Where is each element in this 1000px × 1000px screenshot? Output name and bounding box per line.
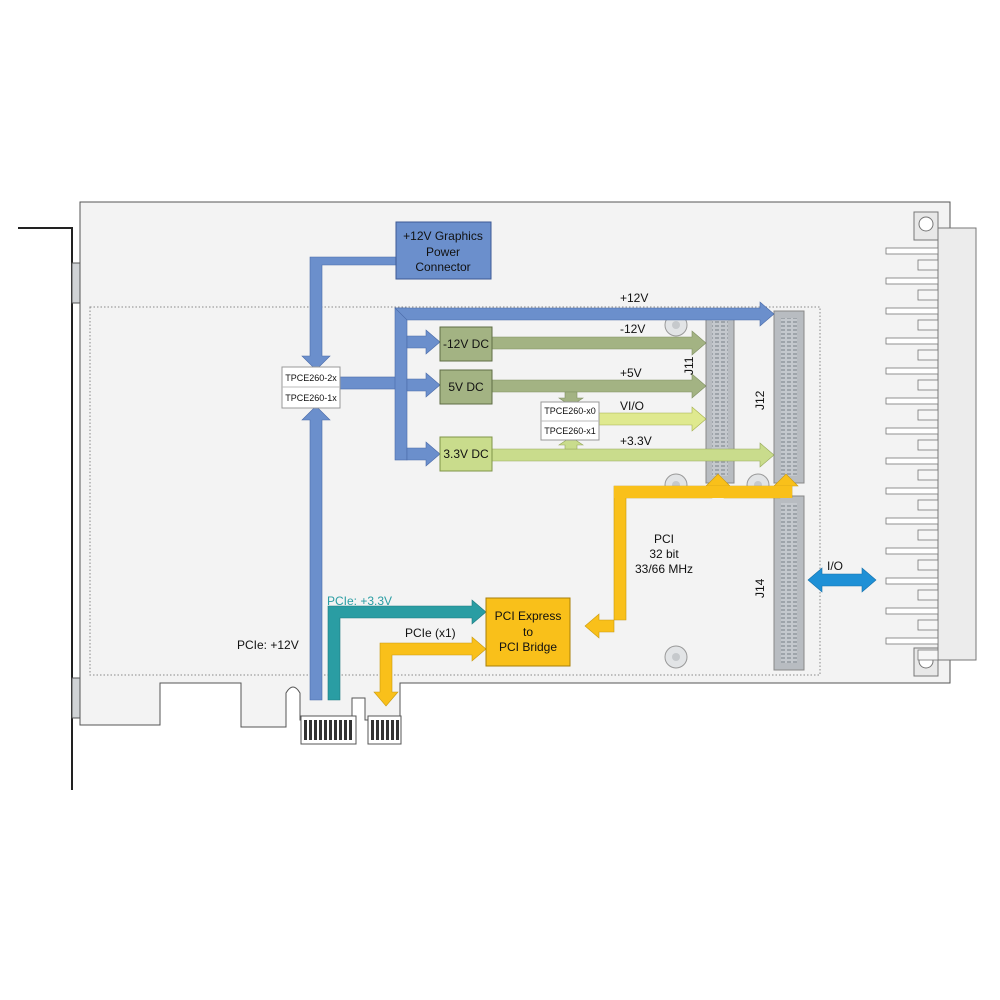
gold-finger [376, 720, 379, 740]
svg-text:Power: Power [426, 245, 460, 259]
svg-text:to: to [523, 625, 533, 639]
gold-finger [339, 720, 342, 740]
label-pci-2: 32 bit [649, 547, 679, 561]
label-io: I/O [827, 559, 843, 573]
gold-finger [319, 720, 322, 740]
edge-pin-pad [917, 529, 939, 541]
pcie-3v3-path [327, 599, 487, 701]
svg-text:5V DC: 5V DC [448, 380, 484, 394]
svg-text:TPCE260-2x: TPCE260-2x [285, 373, 337, 383]
edge-pin-pad [917, 499, 939, 511]
gold-finger [309, 720, 312, 740]
gold-finger [344, 720, 347, 740]
pcie-to-pci-bridge-block: PCI Express to PCI Bridge [485, 597, 571, 667]
edge-pin [885, 637, 939, 645]
svg-text:PCI Bridge: PCI Bridge [499, 640, 557, 654]
edge-pin [885, 547, 939, 555]
gold-finger [324, 720, 327, 740]
gold-finger [391, 720, 394, 740]
svg-text:3.3V DC: 3.3V DC [443, 447, 489, 461]
edge-pin-pad [917, 319, 939, 331]
edge-pin [885, 607, 939, 615]
io-edge-connector [885, 211, 977, 677]
gold-finger [329, 720, 332, 740]
edge-pin-pad [917, 619, 939, 631]
gold-finger [396, 720, 399, 740]
edge-pin-pad [917, 259, 939, 271]
svg-text:Connector: Connector [415, 260, 470, 274]
svg-text:TPCE260-x1: TPCE260-x1 [544, 426, 596, 436]
edge-pin-pad [917, 289, 939, 301]
label-p3v3: +3.3V [620, 434, 652, 448]
edge-pins [885, 247, 939, 661]
svg-text:PCI Express: PCI Express [495, 609, 562, 623]
label-p12v: +12V [620, 291, 648, 305]
edge-pin [885, 397, 939, 405]
power-olive-arrows [491, 330, 707, 407]
edge-pin-pad [917, 469, 939, 481]
graphics-power-connector-block: +12V Graphics Power Connector [395, 221, 492, 280]
svg-text:TPCE260-x0: TPCE260-x0 [544, 406, 596, 416]
label-vio: VI/O [620, 399, 644, 413]
dc-5v-block: 5V DC [439, 369, 493, 405]
gold-finger [386, 720, 389, 740]
svg-text:+12V Graphics: +12V Graphics [403, 229, 483, 243]
edge-pin [885, 277, 939, 285]
power-12v-paths [301, 256, 775, 701]
edge-pin-pad [917, 409, 939, 421]
gold-finger [314, 720, 317, 740]
tpce260-2x-1x-module: TPCE260-2x TPCE260-1x [281, 366, 341, 409]
gold-finger [349, 720, 352, 740]
pmc-area-outline [89, 306, 821, 676]
label-p5v: +5V [620, 366, 642, 380]
svg-text:-12V DC: -12V DC [443, 337, 489, 351]
gold-finger [304, 720, 307, 740]
edge-pin-pad [917, 559, 939, 571]
tpce260-x0-x1-module: TPCE260-x0 TPCE260-x1 [540, 401, 600, 441]
label-pcie-12v: PCIe: +12V [237, 638, 299, 652]
edge-pin [885, 517, 939, 525]
dc-m12v-block: -12V DC [439, 326, 493, 362]
edge-pin-pad [917, 439, 939, 451]
edge-pin [885, 337, 939, 345]
power-green-arrows [598, 406, 707, 432]
gold-finger [381, 720, 384, 740]
dc-3v3-block: 3.3V DC [439, 436, 493, 472]
label-j12: J12 [753, 390, 767, 410]
edge-pin [885, 367, 939, 375]
edge-pin-pad [917, 349, 939, 361]
connector-j12 [773, 310, 805, 484]
edge-pin [885, 577, 939, 585]
edge-pin [885, 427, 939, 435]
edge-pin-pad [917, 589, 939, 601]
edge-pin [885, 247, 939, 255]
label-pcie-3v3: PCIe: +3.3V [327, 594, 392, 608]
connector-j14 [773, 495, 805, 671]
svg-text:TPCE260-1x: TPCE260-1x [285, 393, 337, 403]
edge-pin [885, 457, 939, 465]
pcie-fingers [300, 715, 402, 745]
label-pcie-x1: PCIe (x1) [405, 626, 456, 640]
io-arrow [807, 567, 877, 593]
gold-finger [371, 720, 374, 740]
label-pci-1: PCI [654, 532, 674, 546]
label-j11: J11 [682, 356, 696, 375]
gold-finger [334, 720, 337, 740]
label-pci-3: 33/66 MHz [635, 562, 693, 576]
edge-pin [885, 487, 939, 495]
label-m12v: -12V [620, 322, 645, 336]
edge-pin-pad [917, 649, 939, 661]
edge-pin [885, 307, 939, 315]
label-j14: J14 [753, 578, 767, 598]
edge-pin-pad [917, 379, 939, 391]
